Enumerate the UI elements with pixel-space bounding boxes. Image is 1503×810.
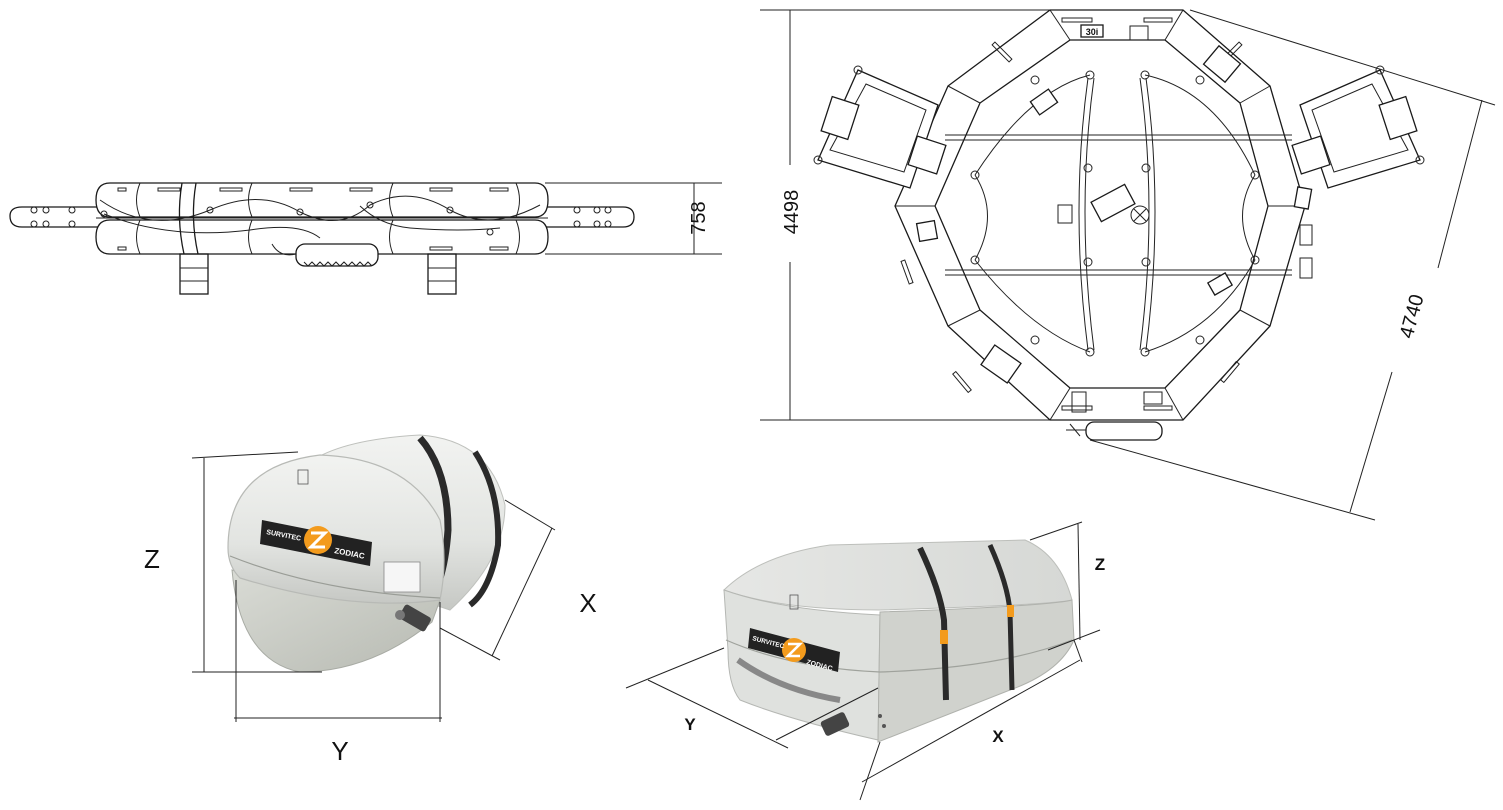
round-dim-y-label: Y xyxy=(331,736,348,766)
side-lower-tube xyxy=(95,219,549,255)
top-center-valve xyxy=(1130,205,1150,225)
top-length-label: 4498 xyxy=(781,190,803,235)
top-length-dimension: 4498 xyxy=(760,9,1050,421)
top-capacity-badge-label: 30i xyxy=(1086,27,1099,37)
side-boarding-ladder-right xyxy=(427,253,457,295)
box-dim-y: Y xyxy=(625,647,879,749)
box-container-illustration: SURVITEC ZODIAC Z X Y xyxy=(625,521,1105,801)
round-dim-x-label: X xyxy=(579,588,596,618)
round-dim-z-label: Z xyxy=(144,544,160,574)
top-boarding-ramp-right xyxy=(1291,65,1425,210)
round-container-illustration: SURVITEC ZODIAC Z X Y xyxy=(144,434,597,766)
round-dim-z: Z xyxy=(144,451,322,673)
top-view-drawing: 30i 4498 xyxy=(760,9,1496,521)
box-dim-x-label: X xyxy=(992,727,1004,746)
round-dim-y: Y xyxy=(234,580,442,766)
top-capacity-badge xyxy=(1080,24,1104,38)
side-height-dimension: 758 xyxy=(545,182,722,255)
side-right-pod xyxy=(545,206,635,228)
top-boarding-ramp-left xyxy=(813,65,947,243)
side-stabilizer-pocket xyxy=(271,243,379,267)
top-width-dimension: 4740 xyxy=(1089,9,1496,521)
top-drogue xyxy=(1085,421,1163,441)
side-left-pod xyxy=(9,206,100,228)
top-center-hatch xyxy=(1057,204,1073,224)
side-view-drawing: 758 xyxy=(9,182,722,295)
box-dim-x: X xyxy=(859,639,1083,801)
side-height-label: 758 xyxy=(688,201,710,234)
top-width-label: 4740 xyxy=(1396,292,1429,341)
box-dim-y-label: Y xyxy=(684,715,696,734)
round-dim-x: X xyxy=(439,499,597,661)
round-container-logo: SURVITEC ZODIAC xyxy=(260,520,372,566)
box-dim-z-label: Z xyxy=(1095,555,1105,574)
side-boarding-ladder-left xyxy=(179,253,209,295)
